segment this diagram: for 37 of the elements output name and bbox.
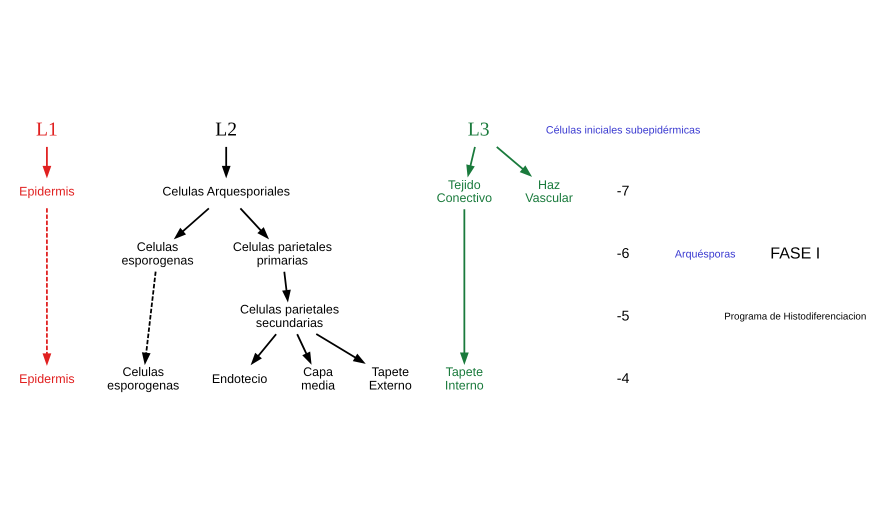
node-text: L3 bbox=[468, 119, 490, 140]
label: -6 bbox=[616, 246, 630, 262]
node-text: L2 bbox=[215, 119, 238, 140]
arrow bbox=[466, 146, 476, 178]
node-text: Celulas parietales primarias bbox=[232, 240, 332, 268]
label: Células iniciales subepidérmicas bbox=[546, 124, 700, 136]
node-text: Celulas Arquesporiales bbox=[162, 184, 290, 198]
label: -7 bbox=[616, 183, 630, 200]
arrow bbox=[142, 270, 157, 365]
arrow bbox=[316, 332, 366, 364]
arrow bbox=[496, 146, 532, 176]
arrow bbox=[174, 207, 210, 239]
node-text: Celulas esporogenas bbox=[107, 364, 180, 392]
node-text: Capa media bbox=[301, 364, 336, 392]
label: -4 bbox=[616, 370, 630, 386]
label: FASE I bbox=[770, 244, 820, 262]
arrow bbox=[296, 333, 312, 364]
node-text: Endotecio bbox=[212, 371, 268, 386]
node-text: Celulas parietales secundarias bbox=[240, 302, 340, 330]
arrow bbox=[222, 146, 231, 178]
arrow bbox=[42, 146, 52, 178]
label: Arquésporas bbox=[674, 248, 736, 260]
node-text: L1 bbox=[36, 119, 58, 140]
arrow bbox=[250, 333, 277, 365]
arrow bbox=[282, 271, 291, 302]
node-text: Haz Vascular bbox=[525, 177, 573, 205]
arrow bbox=[460, 208, 469, 365]
node-text: Epidermis bbox=[19, 184, 75, 198]
node-text: Tejido Conectivo bbox=[436, 177, 492, 205]
node-text: Tapete Interno bbox=[444, 364, 484, 392]
arrow bbox=[240, 207, 270, 239]
arrow bbox=[42, 208, 52, 366]
node-text: Celulas esporogenas bbox=[121, 240, 194, 268]
node-text: Tapete Externo bbox=[368, 364, 412, 392]
label: -5 bbox=[616, 308, 630, 324]
label: Programa de Histodiferenciacion bbox=[724, 311, 866, 322]
node-text: Epidermis bbox=[19, 371, 75, 386]
